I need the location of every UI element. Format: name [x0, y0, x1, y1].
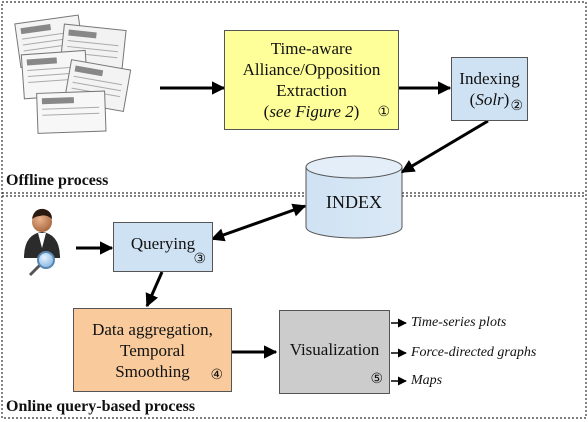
online-section-label: Online query-based process [6, 398, 196, 415]
index-label: INDEX [326, 192, 382, 212]
arrow-querying-to-aggregation [145, 271, 164, 308]
index-cylinder [305, 155, 403, 239]
step-number-1: ① [377, 105, 390, 120]
step-number-3: ③ [193, 252, 206, 267]
extraction-line-1: Time-aware [270, 39, 353, 58]
visualization-box: Visualization ⑤ [279, 310, 390, 394]
output-time-series-plots: Time-series plots [411, 315, 507, 330]
extraction-paren-open: ( [263, 102, 270, 121]
output-maps: Maps [411, 373, 443, 388]
output-force-directed-graphs: Force-directed graphs [411, 345, 537, 360]
aggregation-line-3: Smoothing [115, 361, 190, 381]
indexing-line-1: Indexing [459, 69, 520, 88]
extraction-box: Time-aware Alliance/Opposition Extractio… [224, 30, 399, 130]
aggregation-line-2: Temporal [120, 340, 185, 360]
indexing-paren-close: ) [503, 90, 510, 109]
querying-box: Querying ③ [113, 222, 213, 272]
step-number-2: ② [510, 99, 523, 114]
indexing-line-2: (Solr) [459, 89, 519, 110]
newspaper-stack-icon [14, 14, 132, 134]
indexing-box: Indexing (Solr) ② [451, 57, 528, 121]
extraction-line-3: Extraction [276, 81, 347, 100]
aggregation-line-1: Data aggregation, [92, 319, 213, 339]
extraction-line-4: (see Figure 2) [243, 101, 381, 122]
arrow-indexing-to-index [400, 119, 489, 174]
extraction-line-2: Alliance/Opposition [242, 60, 381, 79]
user-search-icon [24, 208, 60, 277]
indexing-paren-open: ( [469, 90, 476, 109]
querying-label: Querying [130, 233, 196, 253]
solr-label: Solr [475, 90, 504, 109]
arrow-querying-index [210, 203, 307, 242]
extraction-paren-close: ) [353, 102, 360, 121]
visualization-label: Visualization [289, 339, 380, 359]
step-number-5: ⑤ [370, 372, 383, 387]
aggregation-box: Data aggregation, Temporal Smoothing ④ [73, 308, 232, 392]
step-number-4: ④ [210, 368, 223, 383]
figure-reference: see Figure 2 [269, 102, 354, 121]
offline-section-label: Offline process [6, 172, 109, 189]
